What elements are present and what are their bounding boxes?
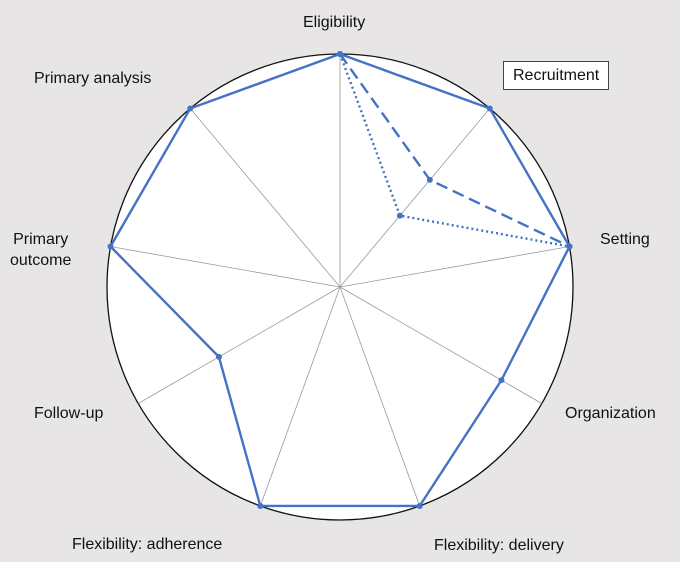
radar-spoke-3 — [339, 286, 542, 404]
radar-spoke-6 — [138, 286, 341, 404]
series-solid-point-1 — [486, 105, 493, 112]
radar-spoke-5 — [259, 286, 341, 507]
axis-label-primary-analysis: Primary analysis — [34, 70, 152, 87]
axis-label-recruitment: Recruitment — [503, 61, 610, 90]
radar-spoke-1 — [339, 108, 491, 288]
series-dashed-point-1 — [426, 176, 433, 183]
series-solid-point-8 — [187, 105, 194, 112]
axis-label-flexibility-adherence: Flexibility: adherence — [72, 536, 223, 553]
axis-label-follow-up: Follow-up — [34, 405, 104, 422]
series-solid-point-7 — [107, 243, 114, 250]
axis-label-organization: Organization — [565, 405, 656, 422]
radar-spoke-4 — [339, 286, 421, 507]
series-line-solid — [109, 52, 571, 508]
series-solid-point-3 — [498, 377, 505, 384]
axis-label-primary-outcome: Primary outcome — [10, 231, 72, 269]
series-solid-point-6 — [215, 353, 222, 360]
series-solid-point-4 — [416, 502, 423, 509]
series-solid-point-5 — [257, 502, 264, 509]
radar-spoke-2 — [339, 246, 570, 288]
axis-label-flexibility-delivery: Flexibility: delivery — [434, 537, 564, 554]
series-dotted-point-1 — [396, 212, 403, 219]
radar-spoke-7 — [110, 246, 341, 288]
series-solid-point-0 — [337, 51, 343, 57]
axis-label-eligibility: Eligibility — [303, 14, 366, 31]
axis-label-setting: Setting — [600, 231, 650, 248]
radar-spoke-8 — [189, 108, 341, 288]
series-solid-point-2 — [566, 243, 573, 250]
